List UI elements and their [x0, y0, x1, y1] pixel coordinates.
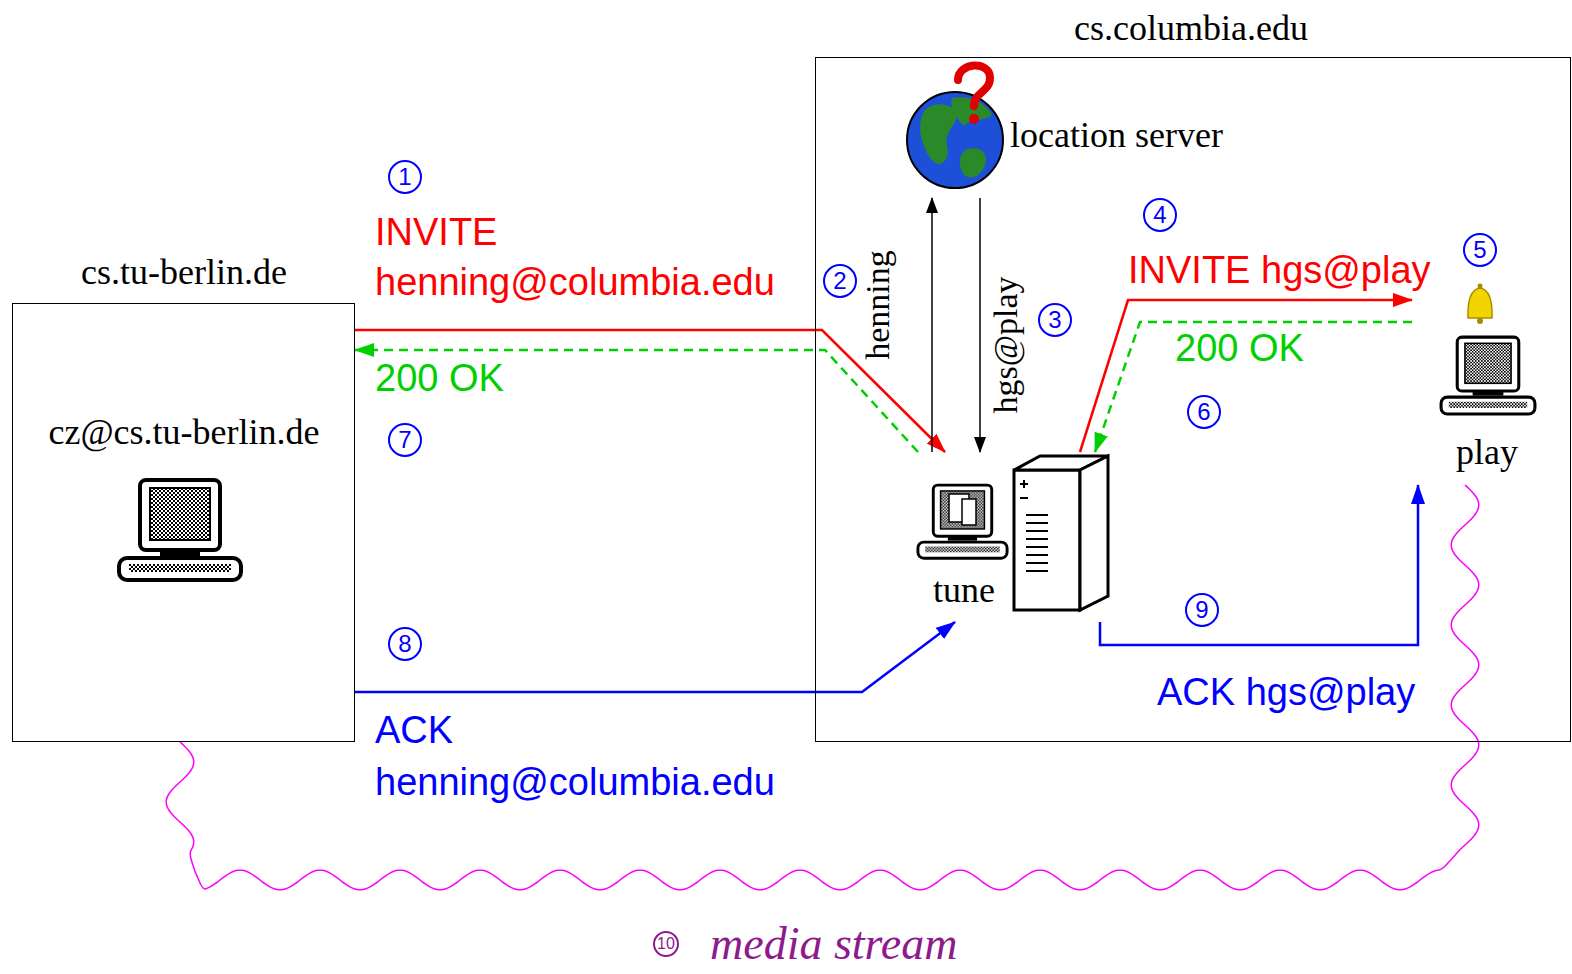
message-label: ACK hgs@play [1157, 670, 1415, 714]
message-arrow [355, 350, 918, 452]
callout-number: 4 [1143, 198, 1177, 232]
bell-clapper [1477, 318, 1483, 324]
question-mark [958, 65, 990, 106]
server-side [1080, 456, 1108, 610]
computer-icon [918, 485, 1007, 558]
server-label: location server [1010, 115, 1223, 155]
message-label: henning [860, 250, 896, 360]
callout-number: 1 [388, 160, 422, 194]
callout-number: 3 [1038, 303, 1072, 337]
message-label: media stream [710, 921, 957, 967]
globe-land [960, 148, 986, 177]
message-arrow [1095, 322, 1412, 452]
callout-number: 5 [1463, 233, 1497, 267]
message-label: INVITE hgs@play [1128, 248, 1431, 292]
callout-number: 2 [823, 264, 857, 298]
globe-sphere [907, 92, 1003, 188]
message-label: INVITE henning@columbia.edu [375, 207, 775, 307]
host-label: tune [933, 570, 995, 610]
message-arrow [1100, 485, 1418, 645]
callout-number: 6 [1187, 395, 1221, 429]
message-arrow [1080, 300, 1412, 452]
bell-body [1468, 288, 1492, 318]
callout-number: 9 [1185, 593, 1219, 627]
host-heading: cs.tu-berlin.de [81, 252, 287, 292]
computer-icon [918, 485, 1007, 558]
user-address: cz@cs.tu-berlin.de [48, 412, 319, 452]
media-stream-line [166, 485, 1479, 890]
server-detail [1020, 480, 1048, 571]
message-label: 200 OK [375, 356, 504, 400]
host-box: cs.tu-berlin.decz@cs.tu-berlin.de [12, 303, 355, 742]
question-dot [969, 114, 979, 124]
message-label: ACK henning@columbia.edu [375, 704, 775, 808]
globe-land [920, 104, 956, 164]
server-front [1014, 470, 1080, 610]
domain-heading: cs.columbia.edu [1074, 8, 1308, 48]
host-label: play [1456, 432, 1518, 472]
callout-number: 10 [653, 931, 679, 957]
message-arrow [355, 622, 955, 692]
server-node: location server [905, 80, 1255, 198]
message-label: 200 OK [1175, 326, 1304, 370]
computer-icon [1441, 337, 1535, 414]
host-node: tune [912, 452, 1122, 622]
computer-icon [119, 480, 241, 580]
message-arrow [355, 330, 945, 452]
host-node: play [1412, 280, 1542, 485]
globe-icon [907, 65, 1003, 188]
connector-group [166, 198, 1479, 890]
message-arrow [979, 198, 981, 452]
server-tower [1014, 456, 1108, 610]
bell-icon [1468, 284, 1492, 325]
message-label: hgs@play [987, 276, 1023, 413]
message-arrow [931, 198, 933, 452]
bell-knob [1478, 284, 1483, 289]
callout-number: 8 [388, 627, 422, 661]
callout-number: 7 [388, 423, 422, 457]
window-icon [962, 499, 976, 525]
